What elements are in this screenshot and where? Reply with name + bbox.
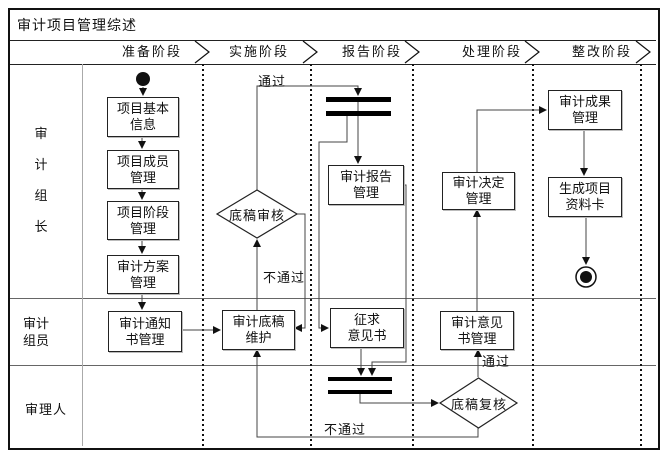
- phase-divider-5: [640, 64, 642, 446]
- edge-review-pass-to-fork: [256, 85, 362, 190]
- node-project-phase-mgmt: 项目阶段 管理: [107, 201, 179, 240]
- phase-chevron-5: [635, 40, 651, 64]
- node-audit-opinion-mgmt: 审计意见 书管理: [440, 311, 514, 350]
- lane-label-audit-member: 审计组员: [22, 316, 49, 348]
- phase-divider-1: [202, 64, 204, 446]
- edge-reportmgmt-to-join: [368, 184, 407, 376]
- node-label: 项目成员 管理: [116, 153, 169, 185]
- lane-boundary-2: [10, 365, 656, 366]
- phase-chevron-3: [404, 40, 420, 64]
- start-node: [136, 72, 150, 86]
- node-audit-result-mgmt: 审计成果 管理: [548, 90, 622, 130]
- fork-bar-top: [326, 97, 391, 102]
- node-label: 审计报告 管理: [339, 169, 392, 200]
- node-opinion-solicitation: 征求 意见书: [330, 308, 404, 348]
- lane-label-separator: [82, 64, 83, 446]
- phase-band-line: [10, 64, 656, 65]
- node-label: 审计成果 管理: [558, 94, 611, 125]
- fork-bar-bottom: [326, 111, 391, 116]
- end-node: [580, 271, 592, 283]
- edge-label-recheck-fail: 不通过: [324, 422, 367, 437]
- edge-decision-to-result: [476, 106, 547, 172]
- node-label: 生成项目 资料卡: [558, 181, 611, 212]
- lane-label-reviewer: 审理人: [25, 402, 68, 417]
- node-label: 征求 意见书: [347, 312, 387, 343]
- node-label: 审计底稿 维护: [232, 314, 285, 345]
- diamond-label-draft-review: 底稿审核: [228, 207, 285, 223]
- edge-recheck-fail-to-draftmaintain: [253, 349, 479, 438]
- node-label: 审计方案 管理: [116, 258, 169, 290]
- edge-label-review-fail: 不通过: [263, 270, 306, 285]
- phase-chevron-2: [302, 40, 318, 64]
- node-audit-plan-mgmt: 审计方案 管理: [107, 255, 179, 294]
- join-bar-bottom: [328, 390, 392, 394]
- node-audit-notice-mgmt: 审计通知 书管理: [108, 311, 182, 352]
- phase-divider-2: [310, 64, 312, 446]
- phase-chevron-4: [524, 40, 540, 64]
- lane-boundary-1: [10, 298, 656, 299]
- node-label: 审计通知 书管理: [118, 315, 171, 347]
- phase-header-process: 处理阶段: [461, 44, 522, 59]
- node-label: 项目阶段 管理: [116, 204, 169, 236]
- node-audit-report-mgmt: 审计报告 管理: [328, 165, 404, 205]
- diagram-title: 审计项目管理综述: [17, 17, 137, 33]
- node-label: 审计意见 书管理: [450, 314, 503, 346]
- edge-label-recheck-pass: 通过: [482, 354, 511, 369]
- phase-header-implement: 实施阶段: [228, 44, 289, 59]
- node-draft-maintain: 审计底稿 维护: [222, 310, 295, 350]
- title-separator-line: [10, 40, 656, 41]
- edge-label-review-pass: 通过: [258, 74, 287, 89]
- node-label: 项目基本 信息: [116, 101, 169, 132]
- node-label: 审计决定 管理: [452, 175, 505, 206]
- diamond-draft-recheck: [438, 377, 519, 429]
- node-project-datacard: 生成项目 资料卡: [548, 177, 622, 217]
- phase-header-rectify: 整改阶段: [571, 44, 632, 59]
- lane-label-audit-leader: 审计组长: [34, 126, 48, 234]
- phase-divider-3: [412, 64, 414, 446]
- node-audit-decision-mgmt: 审计决定 管理: [442, 172, 515, 210]
- phase-chevron-1: [194, 40, 210, 64]
- node-project-basic-info: 项目基本 信息: [107, 97, 179, 137]
- diamond-label-draft-recheck: 底稿复核: [450, 396, 507, 412]
- phase-divider-4: [532, 64, 534, 446]
- node-project-member-mgmt: 项目成员 管理: [107, 150, 179, 189]
- join-bar-top: [328, 377, 392, 381]
- diamond-draft-review: [215, 189, 299, 239]
- edge-fork-to-solicitation: [318, 116, 348, 332]
- phase-header-prepare: 准备阶段: [121, 44, 182, 59]
- edge-review-fail-to-draftmaintain: [294, 213, 306, 332]
- edge-join-to-recheck: [359, 394, 439, 407]
- phase-header-report: 报告阶段: [341, 44, 402, 59]
